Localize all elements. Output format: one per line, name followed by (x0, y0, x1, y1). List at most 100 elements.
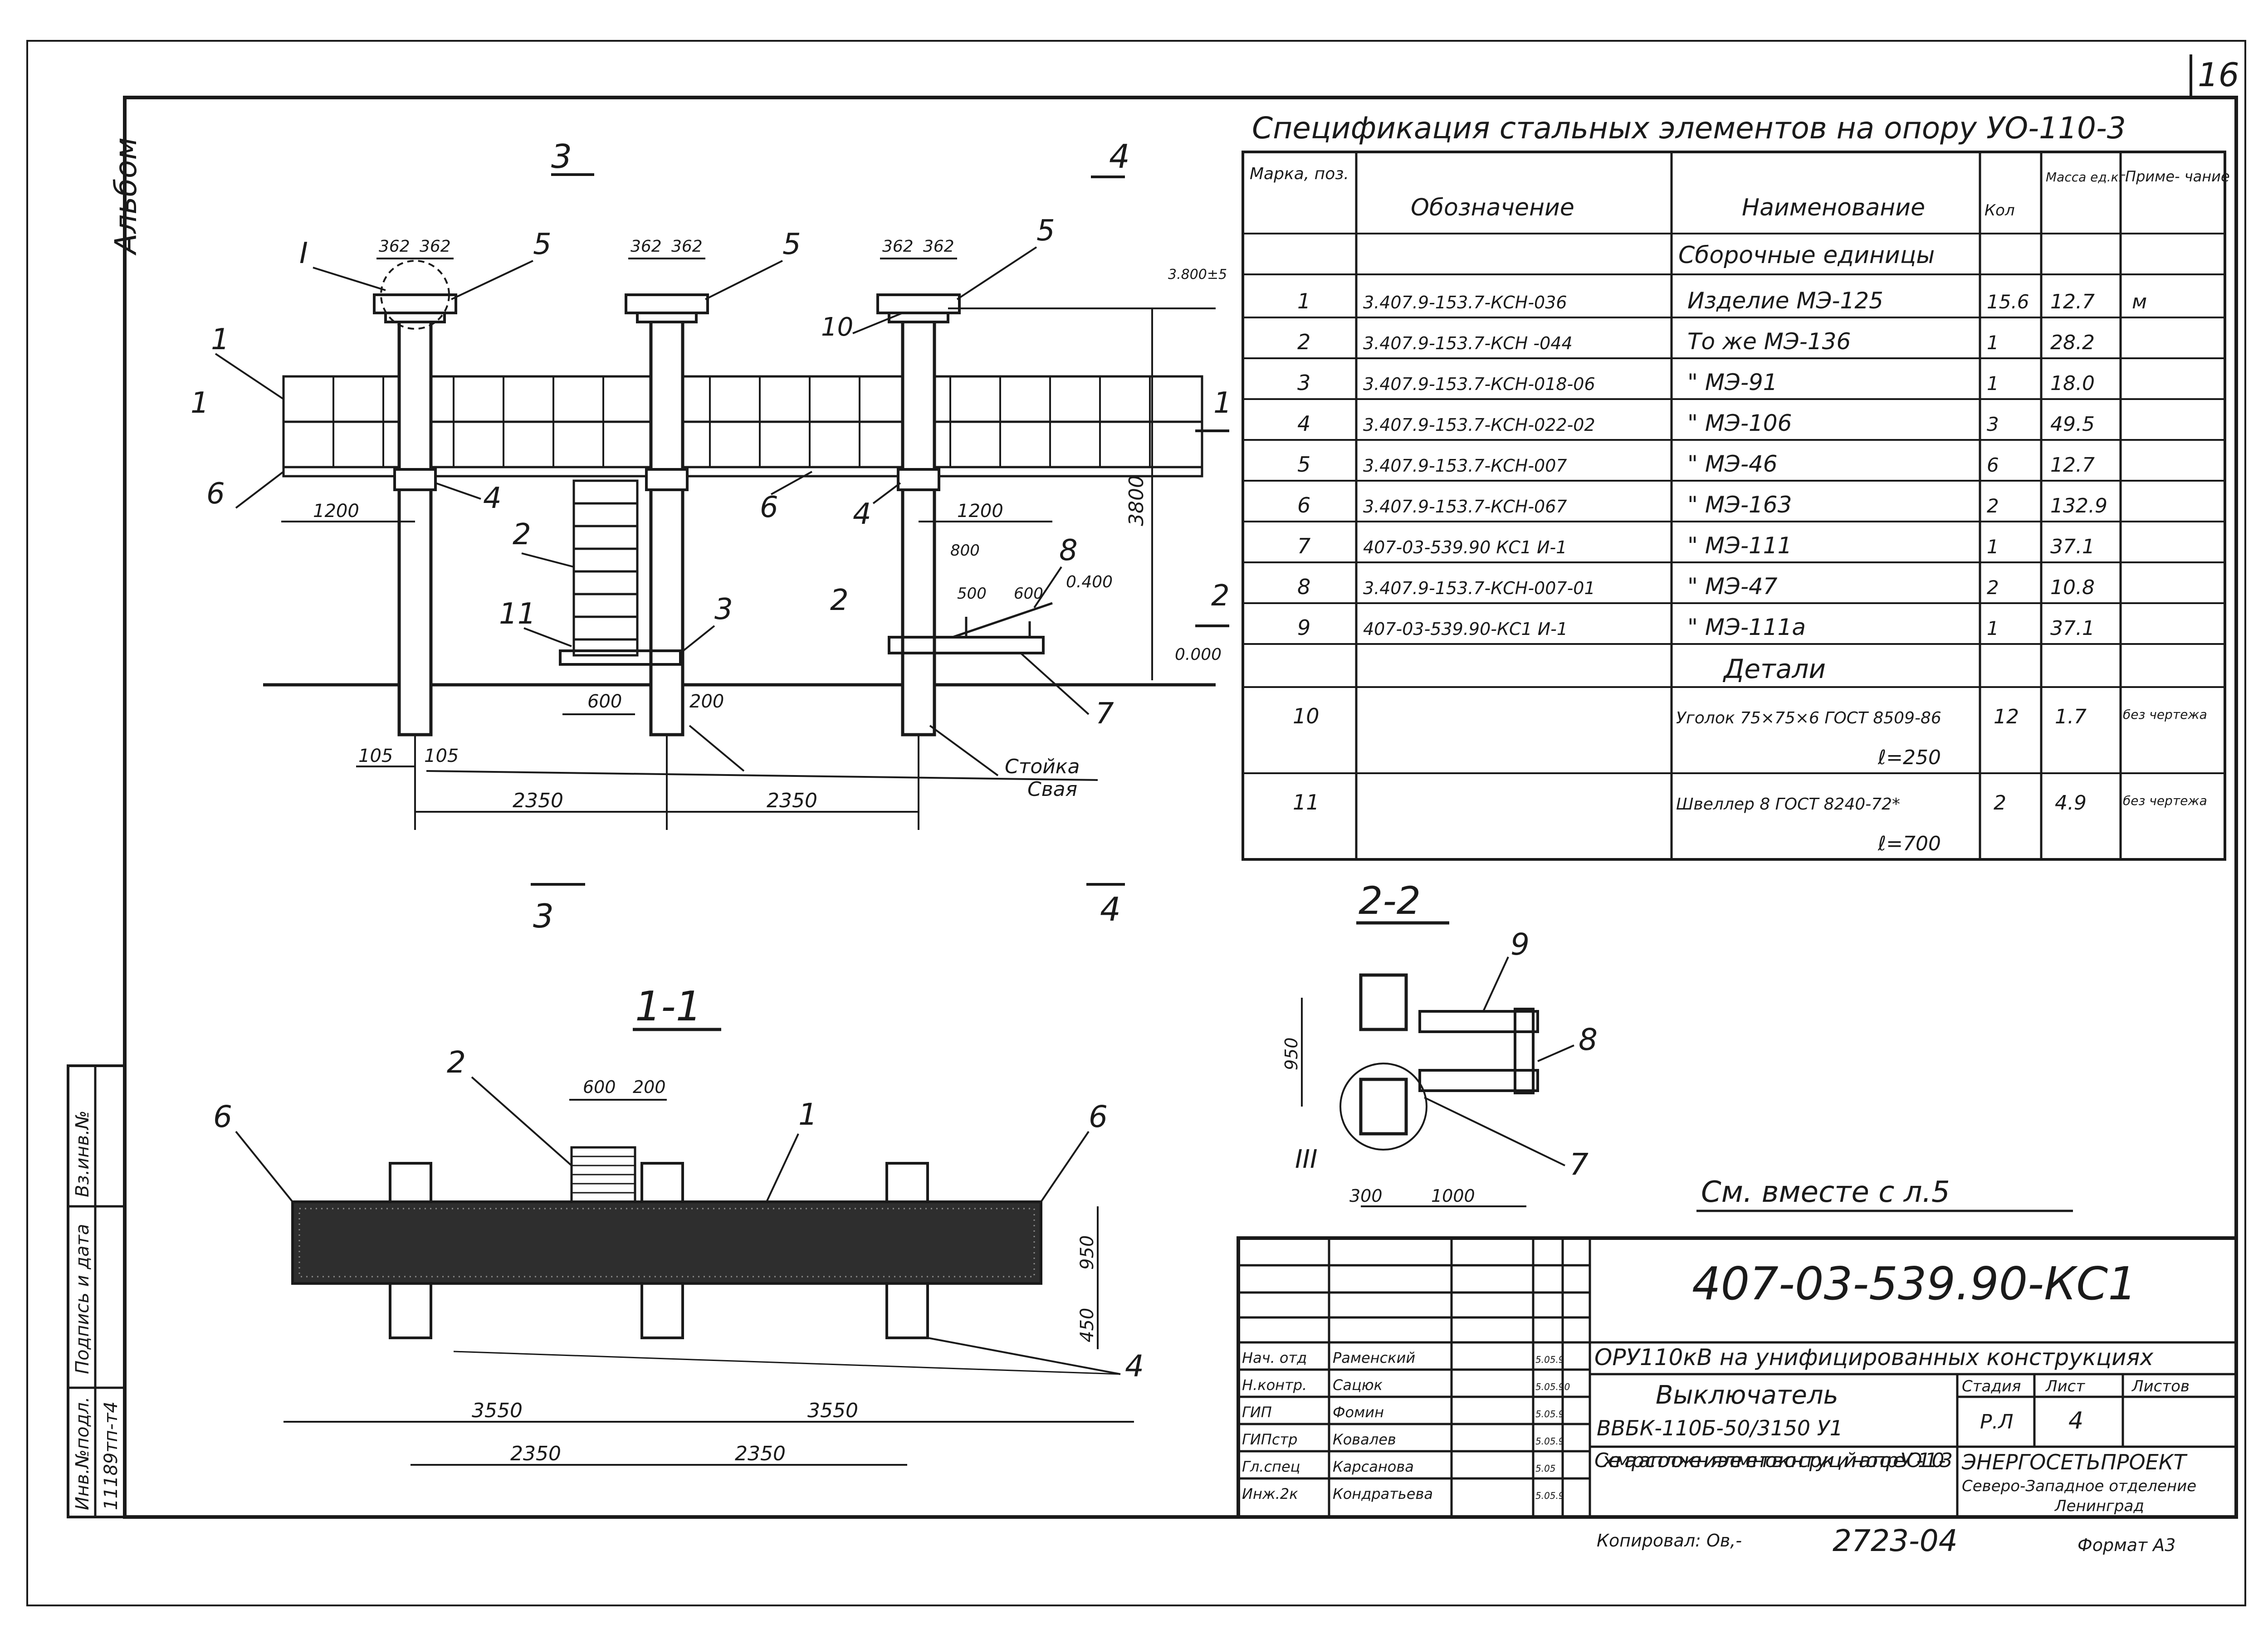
column-middle (649, 311, 684, 737)
spec-qty: 1 (1987, 332, 1999, 354)
sec22-dim-950: 950 (1281, 1037, 1301, 1070)
plan-ladder-rungs (572, 1156, 635, 1194)
leader-11 (523, 627, 572, 647)
outer-frame (26, 40, 2246, 1606)
dim-bottom (356, 735, 919, 830)
spec-h-note: Приме- чание (2125, 168, 2230, 185)
mark-5c: 5 (1036, 214, 1055, 248)
spec-frame (1242, 151, 2226, 861)
spec-designation: 3.407.9-153.7-КСН-007-01 (1363, 578, 1595, 598)
tb-signer-name: Сацюк (1333, 1376, 1383, 1394)
tb-frame (1237, 1236, 2238, 1519)
elev-top: 3.800±5 (1168, 267, 1227, 283)
spec-mass: 28.2 (2050, 331, 2095, 354)
ladder (572, 479, 639, 657)
leader-10 (852, 312, 903, 334)
tb-signer-role: Инж.2к (1242, 1485, 1298, 1502)
spec-note: м (2132, 290, 2147, 313)
plan-leader-6b (1040, 1131, 1090, 1203)
sec22-detail: III (1295, 1145, 1318, 1174)
spec-qty: 2 (1987, 495, 1999, 517)
tb-doc-code: 407-03-539.90-КС1 (1692, 1257, 2137, 1310)
tb-org3: Ленинград (2054, 1497, 2144, 1515)
spec-pos: 3 (1297, 371, 1310, 395)
leader-1 (215, 353, 284, 400)
spec-qty: 6 (1987, 454, 1999, 476)
sec22-post-bottom (1359, 1078, 1408, 1136)
tb-signer-name: Карсанова (1333, 1458, 1414, 1475)
tb-signer-date: 5.05.9 (1535, 1354, 1564, 1365)
spec-detail-mass: 1.7 (2055, 705, 2087, 728)
sec22-leader-8 (1537, 1044, 1574, 1062)
plan-dim-3550-left: 3550 (472, 1399, 523, 1422)
dim-362-f: 362 (923, 237, 954, 256)
leader-5c (956, 246, 1037, 300)
spec-qty: 15.6 (1987, 291, 2029, 313)
sec22-mark-8: 8 (1579, 1022, 1598, 1057)
platform (559, 649, 682, 666)
mark-10: 10 (821, 312, 853, 342)
spec-designation: 3.407.9-153.7-КСН-067 (1363, 497, 1567, 517)
section-2-2: 2-2 III 950 300 1000 9 8 7 (1281, 878, 1598, 1207)
spec-name: " МЭ-163 (1687, 492, 1792, 518)
sec22-leader-9 (1482, 956, 1509, 1012)
spec-designation: 3.407.9-153.7-КСН-007 (1363, 456, 1567, 476)
leader-pile-c (689, 725, 745, 772)
spec-designation: 3.407.9-153.7-КСН-018-06 (1363, 374, 1595, 394)
sec22-detail-circle (1339, 1063, 1427, 1151)
elev-mid: 0.400 (1066, 573, 1113, 591)
tb-sheet-title: Схема расположения элементов конструкций… (1594, 1449, 1953, 1472)
leader-3 (679, 625, 715, 654)
spec-pos: 6 (1297, 493, 1310, 517)
tb-signer-role: ГИПстр (1242, 1431, 1297, 1448)
tb-signer-role: Нач. отд (1242, 1349, 1307, 1366)
sec-3-bottom: 3 (533, 897, 554, 935)
tb-org1: ЭНЕРГОСЕТЬПРОЕКТ (1961, 1450, 2188, 1474)
detail-label-I: I (299, 237, 308, 270)
dim-600b: 600 (1014, 585, 1043, 603)
spec-detail-note: без чертежа (2123, 793, 2207, 808)
control-label: Копировал: Ов,- (1597, 1531, 1742, 1551)
plan-slab-inner (298, 1208, 1035, 1278)
sec22-end-plate (1514, 1008, 1535, 1094)
spec-qty: 1 (1987, 536, 1999, 558)
leader-6a (235, 471, 284, 509)
plan-slab (291, 1200, 1042, 1285)
leader-pile-a (426, 770, 1098, 781)
leader-5a (451, 260, 533, 300)
spec-h-name: Наименование (1742, 194, 1925, 221)
columns (397, 311, 936, 737)
spec-qty: 1 (1987, 617, 1999, 639)
spec-name: " МЭ-46 (1687, 451, 1778, 477)
tb-signer-role: Гл.спец (1242, 1458, 1300, 1475)
tb-item2: ВВБК-110Б-50/3150 У1 (1597, 1416, 1843, 1440)
spec-table: Спецификация стальных элементов на опору… (1242, 111, 2230, 861)
spec-mass: 37.1 (2050, 535, 2095, 558)
mark-8: 8 (1059, 534, 1078, 567)
spec-detail-pos: 11 (1293, 790, 1320, 815)
spec-mass: 18.0 (2050, 372, 2095, 395)
spec-detail-mass: 4.9 (2055, 791, 2087, 815)
mark-7: 7 (1095, 697, 1114, 731)
leader-4b (872, 482, 901, 504)
elevation-view: 2350 2350 105 105 600 200 362 362 362 36… (191, 137, 1232, 935)
plan-leader-1 (766, 1133, 799, 1202)
spec-name: " МЭ-47 (1687, 573, 1778, 600)
plan-pile-boxes (389, 1162, 929, 1339)
side-stamp-inv-podl: Инв.№подл. (72, 1396, 93, 1510)
dim-105-a: 105 (358, 746, 393, 766)
tb-project: ОРУ110кВ на унифицированных конструкциях (1594, 1344, 2154, 1371)
tb-signer-name: Ковалев (1333, 1431, 1396, 1448)
column-right (901, 311, 936, 737)
leader-7 (1020, 652, 1090, 715)
plan-leader-4 (927, 1337, 1121, 1375)
plan-title: 1-1 (635, 983, 702, 1030)
dim-362-a: 362 (379, 237, 410, 256)
spec-mass: 12.7 (2050, 290, 2095, 313)
mark-6a: 6 (206, 477, 225, 511)
spec-h-designation: Обозначение (1411, 194, 1574, 221)
sec-1-left: 1 (191, 386, 209, 420)
see-also-note: См. вместе с л.5 (1701, 1176, 1950, 1209)
dim-362-d: 362 (671, 237, 703, 256)
